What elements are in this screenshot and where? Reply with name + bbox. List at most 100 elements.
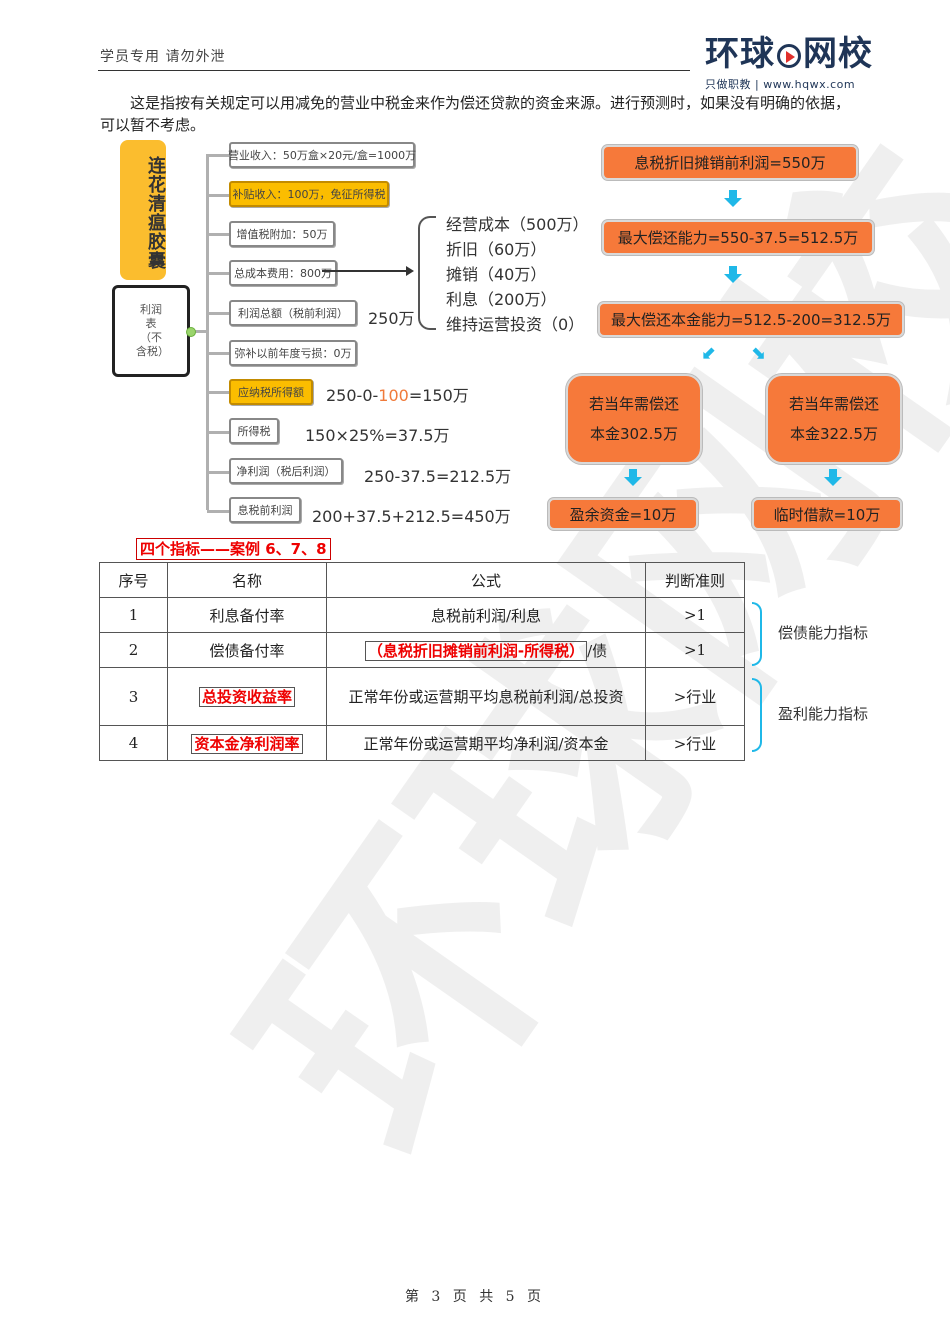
arrow-down-icon (624, 469, 642, 486)
mindmap-node-taxable-income: 应纳税所得额 (229, 379, 313, 405)
case-a-line1: 若当年需偿还 (588, 395, 679, 413)
connector (207, 510, 229, 513)
flow-temp-loan: 临时借款=10万 (752, 498, 902, 530)
cell-criterion: >1 (645, 632, 745, 668)
header-cell: 判断准则 (645, 562, 745, 598)
mindmap-node-revenue: 营业收入：50万盒×20元/盒=1000万 (228, 142, 416, 168)
arrow-right-icon (322, 266, 414, 276)
logo-tagline: 只做职教 | www.hqwx.com (705, 78, 856, 91)
mindmap-node-income-tax: 所得税 (229, 418, 279, 444)
logo-text-right: 网校 (803, 34, 873, 74)
taxable-income-value: 250-0-100=150万 (326, 382, 469, 406)
flow-max-principal: 最大偿还本金能力=512.5-200=312.5万 (598, 302, 904, 337)
formula-highlight: （息税折旧摊销前利润-所得税） (364, 640, 588, 661)
case-a-line2: 本金302.5万 (590, 425, 678, 443)
connector (207, 391, 229, 394)
connector (207, 431, 229, 434)
brace-icon (752, 678, 762, 752)
cost-item: 摊销（40万） (446, 265, 547, 284)
cell-formula: （息税折旧摊销前利润-所得税）/债 (326, 632, 646, 668)
arrow-down-left-icon: ⬇ (694, 341, 721, 368)
table-row: 2 偿债备付率 （息税折旧摊销前利润-所得税）/债 >1 (99, 632, 745, 668)
group-label-solvency: 偿债能力指标 (778, 624, 869, 642)
arrow-down-icon (724, 266, 742, 283)
arrow-down-icon (824, 469, 842, 486)
mindmap-root-label: 利润表（不含税） (136, 303, 169, 358)
connector (207, 352, 229, 355)
cell-no: 1 (99, 597, 168, 633)
header-cell: 序号 (99, 562, 168, 598)
name-highlight: 资本金净利润率 (191, 733, 303, 754)
cell-formula: 息税前利润/利息 (326, 597, 646, 633)
brace-icon (752, 602, 762, 666)
connector (206, 154, 209, 510)
connector (207, 154, 229, 157)
value-highlight: 100 (378, 386, 409, 405)
indicators-table: 序号 名称 公式 判断准则 1 利息备付率 息税前利润/利息 >1 2 偿债备付… (99, 562, 745, 761)
flow-case-b: 若当年需偿还 本金322.5万 (766, 374, 902, 464)
logo-text-left: 环球 (705, 34, 775, 74)
mindmap-node-loss-offset: 弥补以前年度亏损：0万 (229, 340, 357, 366)
connector (190, 330, 208, 333)
connector (207, 272, 229, 275)
connector (207, 471, 229, 474)
formula-tail: /债 (587, 641, 608, 660)
mindmap-node-subsidy: 补贴收入：100万，免征所得税 (229, 181, 389, 207)
mindmap-node-pretax-profit: 利润总额（税前利润） (229, 300, 357, 326)
connector (207, 194, 229, 197)
mindmap-node-net-profit: 净利润（税后利润） (229, 458, 343, 484)
cell-formula: 正常年份或运营期平均净利润/资本金 (326, 725, 646, 761)
flow-case-a: 若当年需偿还 本金302.5万 (566, 374, 702, 464)
arrow-down-icon (724, 190, 742, 207)
mindmap-root: 利润表（不含税） (112, 285, 190, 377)
name-highlight: 总投资收益率 (198, 687, 295, 707)
ebit-value: 200+37.5+212.5=450万 (312, 507, 511, 526)
value-part: 250-0- (326, 386, 379, 405)
flow-max-repay: 最大偿还能力=550-37.5=512.5万 (602, 220, 874, 255)
cell-name: 总投资收益率 (167, 667, 327, 726)
logo: 环球网校 只做职教 | www.hqwx.com (705, 34, 875, 92)
collapse-toggle[interactable] (186, 327, 196, 337)
cost-item: 经营成本（500万） (446, 215, 589, 234)
value-part: =150万 (408, 386, 469, 405)
cell-formula: 正常年份或运营期平均息税前利润/总投资 (326, 667, 646, 726)
cost-item: 折旧（60万） (446, 240, 547, 259)
arrow-down-right-icon: ⬇ (746, 341, 773, 368)
cost-breakdown: 经营成本（500万） 折旧（60万） 摊销（40万） 利息（200万） 维持运营… (446, 212, 589, 337)
mindmap-title: 连花清瘟胶囊 (120, 140, 166, 280)
header-divider (98, 70, 690, 71)
intro-paragraph: 这是指按有关规定可以用减免的营业中税金来作为偿还贷款的资金来源。进行预测时，如果… (100, 94, 851, 134)
cell-criterion: >1 (645, 597, 745, 633)
mindmap-node-ebit: 息税前利润 (229, 497, 301, 523)
connector (207, 312, 229, 315)
brace-icon (418, 216, 436, 330)
cell-no: 3 (99, 667, 168, 726)
flow-surplus: 盈余资金=10万 (548, 498, 698, 530)
cell-criterion: >行业 (645, 667, 745, 726)
logo-wordmark: 环球网校 (705, 34, 875, 74)
cell-no: 4 (99, 725, 168, 761)
mindmap-node-vat-surcharge: 增值税附加：50万 (229, 221, 335, 247)
cell-name: 利息备付率 (167, 597, 327, 633)
play-icon (777, 43, 801, 68)
pretax-profit-value: 250万 (368, 309, 415, 328)
cell-no: 2 (99, 632, 168, 668)
table-header-row: 序号 名称 公式 判断准则 (99, 562, 745, 598)
header-cell: 名称 (167, 562, 327, 598)
cell-criterion: >行业 (645, 725, 745, 761)
table-caption: 四个指标——案例 6、7、8 (136, 538, 331, 560)
net-profit-value: 250-37.5=212.5万 (364, 467, 512, 486)
header-notice: 学员专用 请勿外泄 (100, 49, 226, 65)
header-cell: 公式 (326, 562, 646, 598)
case-b-line1: 若当年需偿还 (788, 395, 879, 413)
mindmap-node-total-cost: 总成本费用：800万 (229, 260, 337, 286)
table-row: 4 资本金净利润率 正常年份或运营期平均净利润/资本金 >行业 (99, 725, 745, 761)
page-number: 第 3 页 共 5 页 (404, 1289, 546, 1305)
case-b-line2: 本金322.5万 (790, 425, 878, 443)
table-row: 1 利息备付率 息税前利润/利息 >1 (99, 597, 745, 633)
cell-name: 偿债备付率 (167, 632, 327, 668)
income-tax-value: 150×25%=37.5万 (305, 426, 450, 445)
cost-item: 利息（200万） (446, 290, 557, 309)
group-label-profitability: 盈利能力指标 (778, 705, 869, 723)
connector (207, 233, 229, 236)
